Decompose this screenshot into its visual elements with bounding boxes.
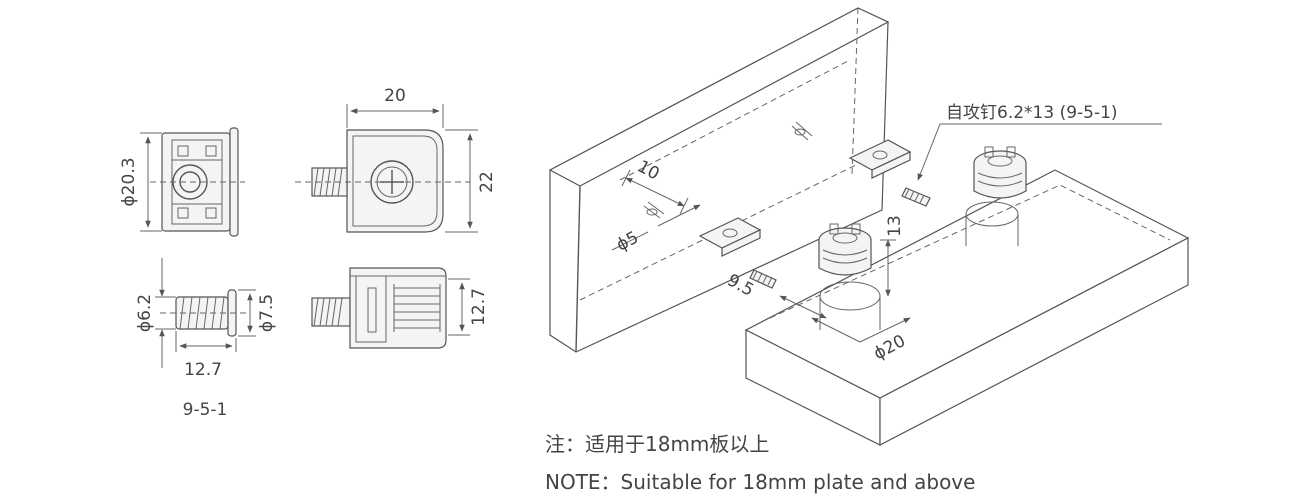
dim-height-12-7-label: 12.7 [469, 288, 489, 326]
cam-lock-back [973, 146, 1027, 199]
screw-front [749, 269, 777, 289]
housing-back [848, 139, 912, 179]
dim-width-20: 20 [346, 86, 444, 128]
screw-view [160, 289, 250, 337]
dim-phi-20-3-label: ϕ20.3 [119, 157, 139, 206]
dowel-hole-marker [791, 121, 813, 141]
dim-phi-6-2: ϕ6.2 [135, 258, 176, 368]
screw-callout: 自攻钉6.2*13 (9-5-1) [917, 103, 1162, 181]
cam-front-view [150, 127, 245, 237]
dim-offset-9-5: 9.5 [724, 270, 827, 319]
dim-phi-6-2-label: ϕ6.2 [135, 294, 155, 332]
dim-depth-13-label: 13 [885, 215, 905, 237]
dim-height-12-7: 12.7 [448, 278, 489, 336]
dim-width-20-label: 20 [384, 86, 406, 106]
note-english: NOTE：Suitable for 18mm plate and above [545, 470, 976, 494]
dim-length-12-7-label: 12.7 [184, 360, 222, 380]
dim-height-22: 22 [445, 129, 497, 233]
cam-hole-back [965, 201, 1019, 246]
dim-length-12-7: 12.7 [175, 331, 237, 380]
screw-back [901, 187, 931, 207]
dim-phi-7-5-label: ϕ7.5 [257, 294, 277, 332]
cam-lock-front [818, 223, 872, 276]
dim-phi-20-3: ϕ20.3 [119, 132, 162, 232]
dim-depth-13: 13 [880, 215, 905, 297]
horizontal-board [744, 169, 1190, 446]
dim-height-22-label: 22 [477, 171, 497, 193]
vertical-board [548, 7, 890, 353]
screw-callout-label: 自攻钉6.2*13 (9-5-1) [946, 103, 1118, 123]
dim-phi-7-5: ϕ7.5 [238, 289, 277, 337]
note-chinese: 注：适用于18mm板以上 [545, 432, 770, 456]
cam-bottom-side-view [311, 267, 447, 349]
housing-front [698, 217, 762, 257]
cam-side-view [295, 129, 470, 233]
part-code-label: 9-5-1 [183, 400, 228, 420]
